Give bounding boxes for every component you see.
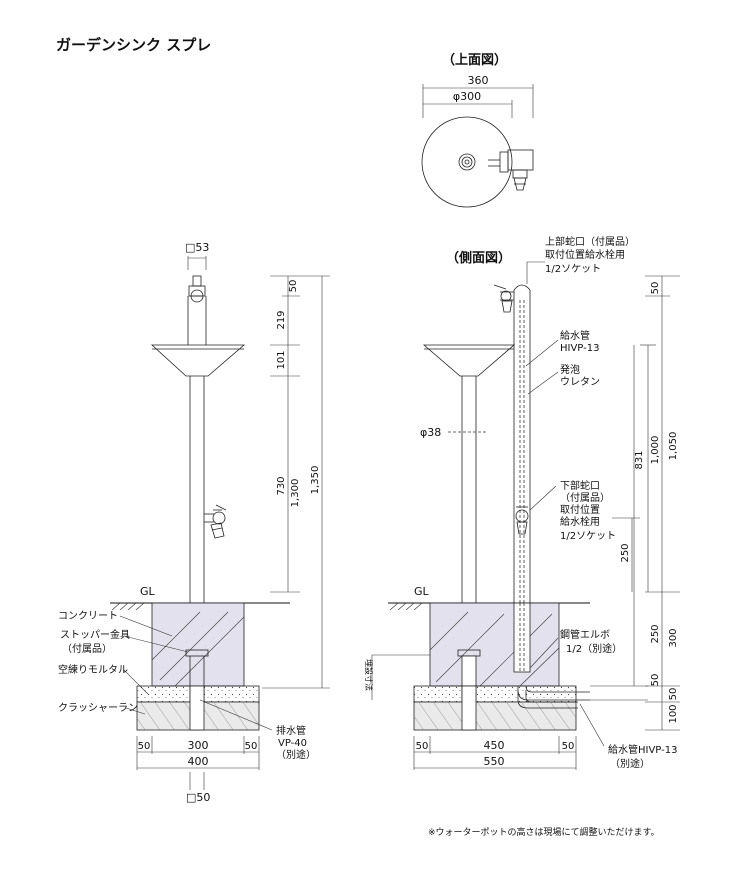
top-dim-bowl: φ300 (453, 90, 481, 103)
label-foam-2: ウレタン (560, 376, 600, 388)
label-lower-tap-1: 下部蛇口 (560, 479, 600, 492)
label-drain-2: VP-40 (278, 738, 307, 749)
front-dim-v-1350: 1,350 (310, 466, 321, 495)
label-elbow-2: 1/2（別途） (566, 642, 622, 655)
footnote: ※ウォーターポットの高さは現場にて調整いただけます。 (428, 826, 660, 838)
side-base-dim-left: 50 (416, 741, 429, 752)
post-bottom-size: □50 (186, 791, 210, 804)
bowl-side-outline (422, 344, 516, 377)
side-dim-v-100: 100 (668, 704, 679, 723)
post-top-size: □53 (185, 241, 209, 254)
label-lower-tap-2: （付属品） (560, 491, 610, 504)
front-base-dim-left: 50 (138, 741, 151, 752)
concrete-block-front (151, 602, 245, 687)
side-dim-pipe: φ38 (420, 426, 441, 439)
side-dim-v-300: 300 (668, 628, 679, 647)
side-dim-v-831: 831 (634, 450, 645, 469)
label-stopper-2: （付属品） (62, 642, 112, 655)
side-lower-faucet-icon (515, 509, 529, 523)
side-upper-faucet-icon (500, 290, 512, 302)
front-dim-v-1300: 1,300 (290, 479, 301, 508)
side-dim-v-50-bottom: 50 (668, 688, 679, 701)
front-dim-v-730: 730 (276, 476, 287, 495)
side-dim-v-1000: 1,000 (650, 436, 661, 465)
side-view-heading: （側面図） (446, 250, 511, 266)
label-supply-bottom-1: 給水管HIVP-13 (608, 743, 677, 756)
front-view: □53 GL (58, 241, 330, 804)
front-dim-v-50: 50 (288, 280, 299, 293)
side-base-dim-total: 550 (484, 755, 505, 768)
label-supply-1: 給水管 (560, 329, 590, 342)
label-concrete: コンクリート (58, 610, 118, 622)
section-view: （側面図） φ38 GL (364, 235, 680, 770)
label-lower-tap-5: 1/2ソケット (560, 530, 616, 542)
side-depth-label: 埋設寸法 (364, 659, 374, 691)
label-lower-tap-3: 取付位置 (560, 503, 600, 516)
label-drain-1: 排水管 (276, 724, 306, 737)
top-view: （上面図） 360 φ300 (421, 52, 534, 208)
top-dim-overall: 360 (468, 74, 489, 87)
concrete-block-side (429, 602, 560, 687)
side-dim-v-250-lower: 250 (650, 624, 661, 643)
label-drain-3: （別途） (276, 748, 316, 761)
side-base-dim-right: 50 (562, 741, 575, 752)
front-base-dim-right: 50 (245, 741, 258, 752)
front-dim-v-219: 219 (276, 310, 287, 329)
side-dim-v-50-top: 50 (650, 282, 661, 295)
side-dim-v-1050: 1,050 (668, 432, 679, 461)
side-dim-v-250-upper: 250 (620, 543, 631, 562)
label-lower-tap-4: 給水栓用 (560, 515, 600, 528)
label-supply-bottom-2: （別途） (610, 757, 650, 770)
side-dim-v-50-mid: 50 (650, 674, 661, 687)
label-upper-tap-1: 上部蛇口（付属品） (545, 235, 635, 248)
faucet-handle-icon (513, 177, 527, 191)
label-supply-2: HIVP-13 (560, 343, 599, 354)
label-elbow-1: 鋼管エルボ (560, 628, 610, 641)
stopper-bracket (185, 649, 209, 657)
bowl-top-outline (421, 116, 513, 208)
bowl-front-outline (150, 344, 246, 377)
gl-label-front: GL (140, 585, 156, 598)
lower-faucet-icon (212, 511, 226, 525)
gl-label-side: GL (414, 585, 430, 598)
label-mortar: 空練りモルタル (58, 663, 128, 676)
front-base-dim-center: 300 (188, 739, 209, 752)
drain-pipe-side (461, 685, 477, 731)
label-foam-1: 発泡 (560, 363, 580, 376)
label-upper-tap-2: 取付位置給水栓用 (545, 248, 625, 261)
label-stopper-1: ストッパー金具 (60, 628, 130, 641)
top-view-heading: （上面図） (442, 52, 507, 68)
mortar-layer-side (413, 685, 577, 703)
side-base-dim-center: 450 (484, 739, 505, 752)
label-crusher: クラッシャーラン (58, 702, 138, 714)
drain-pipe-front (189, 685, 205, 731)
page-title: ガーデンシンク スプレ (56, 36, 211, 54)
front-base-dim-total: 400 (188, 755, 209, 768)
front-dim-v-101: 101 (276, 350, 287, 369)
label-upper-tap-3: 1/2ソケット (545, 263, 601, 275)
drain-icon (458, 153, 476, 171)
